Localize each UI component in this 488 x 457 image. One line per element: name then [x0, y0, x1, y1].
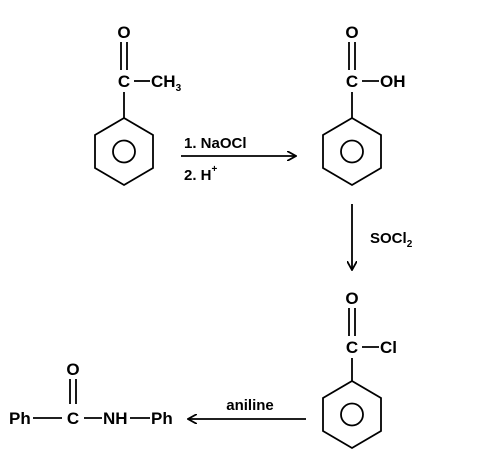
step3-reagent: aniline [188, 397, 306, 419]
c2-carbon: C [346, 72, 358, 91]
c2-oxygen: O [345, 23, 358, 42]
c1-aromatic-circle [112, 139, 136, 164]
c3-benzene-ring [322, 379, 382, 450]
step2-label: SOCl2 [370, 230, 413, 250]
product-phenyl-left: Ph [9, 409, 31, 428]
c3-chlorine: Cl [380, 338, 397, 357]
benzoyl-chloride: O C Cl [322, 289, 397, 450]
product-phenyl-right: Ph [151, 409, 173, 428]
step1-line2: 2. H+ [184, 164, 218, 184]
benzanilide: O Ph C NH Ph [9, 360, 173, 428]
c2-benzene-ring [322, 116, 382, 187]
step1-line1: 1. NaOCl [184, 135, 247, 152]
c3-carbon: C [346, 338, 358, 357]
c2-hydroxyl: OH [380, 72, 406, 91]
c2-aromatic-circle [340, 139, 364, 164]
product-amine: NH [103, 409, 128, 428]
step3-label: aniline [226, 397, 274, 414]
c3-aromatic-circle [340, 402, 364, 427]
product-carbon: C [67, 409, 79, 428]
c3-oxygen: O [345, 289, 358, 308]
step1-reagents: 1. NaOCl 2. H+ [181, 135, 296, 184]
c1-oxygen: O [117, 23, 130, 42]
acetophenone: O C CH3 [94, 23, 182, 187]
c1-methyl: CH3 [151, 72, 182, 94]
product-oxygen: O [66, 360, 79, 379]
c1-benzene-ring [94, 116, 154, 187]
c1-carbon: C [118, 72, 130, 91]
step2-reagent: SOCl2 [352, 204, 413, 270]
benzoic-acid: O C OH [322, 23, 406, 187]
